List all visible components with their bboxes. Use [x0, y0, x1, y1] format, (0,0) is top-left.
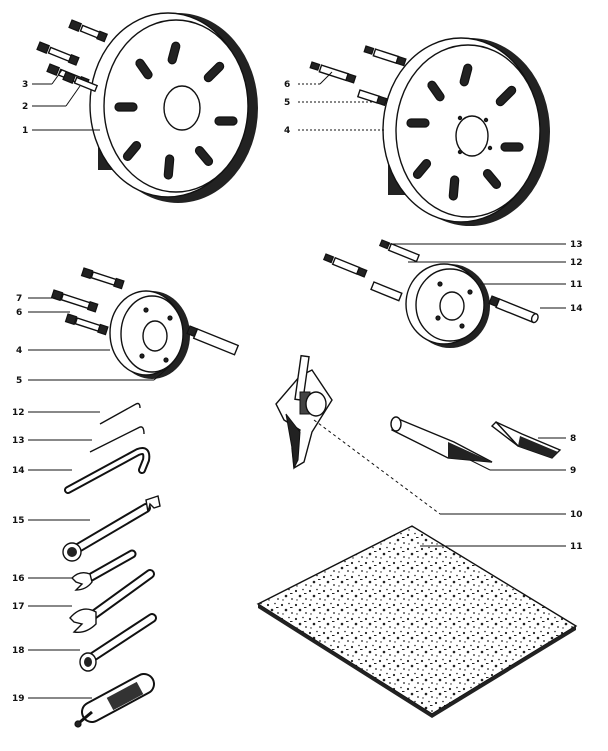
combination-wrench: [62, 495, 161, 562]
callout-5: 5: [284, 98, 290, 108]
drive-plate-pins: [322, 239, 539, 324]
callout-18: 18: [12, 646, 25, 656]
callout-11-sheet: 11: [570, 542, 583, 552]
callout-7: 7: [16, 294, 22, 304]
grease-gun: [74, 673, 155, 728]
callout-13: 13: [570, 240, 583, 250]
callout-10: 10: [570, 510, 583, 520]
small-faceplate-studs: [50, 267, 240, 356]
large-faceplate-4: [382, 37, 550, 226]
hex-key-small: [99, 402, 141, 425]
callout-14: 14: [570, 304, 583, 314]
lathe-dog: [275, 354, 333, 470]
callout-5-small: 5: [16, 376, 22, 386]
callout-1: 1: [22, 126, 28, 136]
large-faceplate-1: [89, 12, 258, 203]
small-faceplate: [109, 290, 190, 379]
callout-11: 11: [570, 280, 583, 290]
callout-17: 17: [12, 602, 25, 612]
open-end-wrench-16: [71, 549, 137, 591]
callout-3: 3: [22, 80, 28, 90]
callout-12-tools: 12: [12, 408, 25, 418]
callout-13-tools: 13: [12, 436, 25, 446]
dead-centre: [390, 416, 493, 463]
callout-6-small: 6: [16, 308, 22, 318]
leader-lines: [28, 69, 566, 699]
callout-6: 6: [284, 80, 290, 90]
callout-19: 19: [12, 694, 25, 704]
callout-labels: 3 2 1 6 5 4 13 12 11 14 7 6 4 5 12 13 14…: [12, 80, 583, 704]
open-end-wrench-17: [69, 569, 155, 634]
callout-15: 15: [12, 516, 25, 526]
callout-8: 8: [570, 434, 576, 444]
callout-16: 16: [12, 574, 25, 584]
abrasive-sheet: [256, 525, 578, 718]
callout-12: 12: [570, 258, 583, 268]
hex-key-medium: [89, 426, 145, 453]
callout-9: 9: [570, 466, 576, 476]
small-drive-plate: [405, 263, 490, 348]
faceplate-4-studs: [309, 45, 407, 107]
callout-4-small: 4: [16, 346, 22, 356]
callout-2: 2: [22, 102, 28, 112]
live-centre: [490, 420, 562, 459]
hex-key-large: [64, 447, 151, 494]
socket-wrench: [79, 613, 157, 672]
callout-14-tools: 14: [12, 466, 25, 476]
faceplate-1-studs: [36, 19, 109, 93]
callout-4: 4: [284, 126, 290, 136]
